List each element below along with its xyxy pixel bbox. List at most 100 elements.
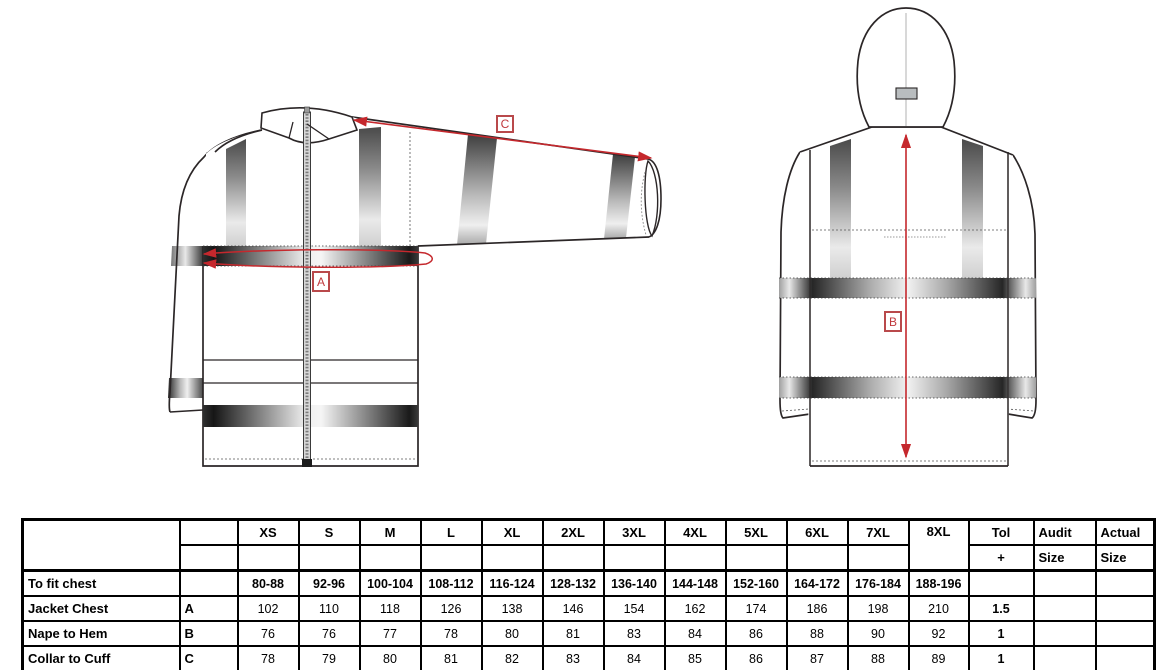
measurement-cell: 78 [236,645,300,670]
actual-col-header: Actual [1094,518,1156,546]
size-col-header: L [419,518,483,546]
actual-subheader: Size [1094,544,1156,572]
audit-size-cell [1032,595,1097,622]
measurement-cell: 88 [785,620,849,647]
audit-size-cell [1032,645,1097,670]
size-col-header: 4XL [663,518,727,546]
measurement-cell: 118 [358,595,422,622]
measurement-cell: 128-132 [541,569,605,597]
actual-size-cell [1094,645,1156,670]
audit-subheader: Size [1032,544,1097,572]
measurement-cell: 76 [297,620,361,647]
back-chest-reflective-band [779,278,1036,298]
size-col-subheader [663,544,727,572]
table-corner-cell [21,518,181,572]
tolerance-cell: 1 [967,645,1035,670]
measure-arrows-front [202,116,653,269]
measure-label-c: C [496,115,514,133]
front-view-drawing [168,106,662,467]
measurement-cell: 81 [541,620,605,647]
measurement-cell: 90 [846,620,910,647]
letter-col-header [178,518,239,546]
size-col-header: 8XL [907,518,970,572]
size-col-header: 5XL [724,518,788,546]
measurement-cell: 144-148 [663,569,727,597]
actual-size-cell [1094,569,1156,597]
torso-reflective-band [226,139,246,246]
measurement-cell: 210 [907,595,970,622]
measurement-cell: 176-184 [846,569,910,597]
size-col-subheader [419,544,483,572]
measurement-cell: 84 [602,645,666,670]
size-col-header: XL [480,518,544,546]
measurement-cell: 86 [724,645,788,670]
measurement-cell: 146 [541,595,605,622]
measurement-cell: 84 [663,620,727,647]
measurement-cell: 85 [663,645,727,670]
measurement-cell: 102 [236,595,300,622]
row-label: Collar to Cuff [21,645,181,670]
measure-label-a: A [312,271,330,292]
measurement-cell: 89 [907,645,970,670]
actual-size-cell [1094,595,1156,622]
letter-col-subheader [178,544,239,572]
size-col-subheader [358,544,422,572]
measurement-cell: 79 [297,645,361,670]
cuff-reflective-band [168,378,203,398]
back-hem-reflective-band [779,377,1036,398]
size-col-subheader [480,544,544,572]
measurement-cell: 87 [785,645,849,670]
hood [856,7,956,128]
tolerance-cell [967,569,1035,597]
measurement-cell: 92 [907,620,970,647]
measurement-cell: 83 [602,620,666,647]
measurement-cell: 88 [846,645,910,670]
actual-size-cell [1094,620,1156,647]
chest-girth-loop-arrow [202,248,433,269]
tolerance-cell: 1.5 [967,595,1035,622]
measurement-cell: 162 [663,595,727,622]
measurement-cell: 186 [785,595,849,622]
measurement-cell: 100-104 [358,569,422,597]
size-col-header: S [297,518,361,546]
size-col-subheader [541,544,605,572]
row-label: Nape to Hem [21,620,181,647]
measurement-cell: 126 [419,595,483,622]
measurement-cell: 174 [724,595,788,622]
measurement-cell: 86 [724,620,788,647]
sleeve-reflective-band [457,134,497,245]
measurement-cell: 77 [358,620,422,647]
measurement-cell: 138 [480,595,544,622]
measurement-cell: 152-160 [724,569,788,597]
shoulder-reflective-band [830,139,851,278]
size-col-subheader [846,544,910,572]
measurement-cell: 78 [419,620,483,647]
tolerance-cell: 1 [967,620,1035,647]
tol-subheader: + [967,544,1035,572]
audit-size-cell [1032,569,1097,597]
measurement-cell: 80-88 [236,569,300,597]
size-col-header: 7XL [846,518,910,546]
tol-col-header: Tol [967,518,1035,546]
row-measure-letter: A [178,595,239,622]
measurement-cell: 80 [358,645,422,670]
measurement-cell: 116-124 [480,569,544,597]
measurement-cell: 82 [480,645,544,670]
sleeve-chest-band-segment [171,246,203,266]
size-col-subheader [724,544,788,572]
audit-col-header: Audit [1032,518,1097,546]
collar-to-cuff-arrow [352,116,653,162]
row-label: To fit chest [21,569,181,597]
size-col-header: M [358,518,422,546]
measurement-cell: 76 [236,620,300,647]
size-col-subheader [785,544,849,572]
zip-pull [304,106,310,114]
measurement-cell: 110 [297,595,361,622]
measurement-cell: 108-112 [419,569,483,597]
